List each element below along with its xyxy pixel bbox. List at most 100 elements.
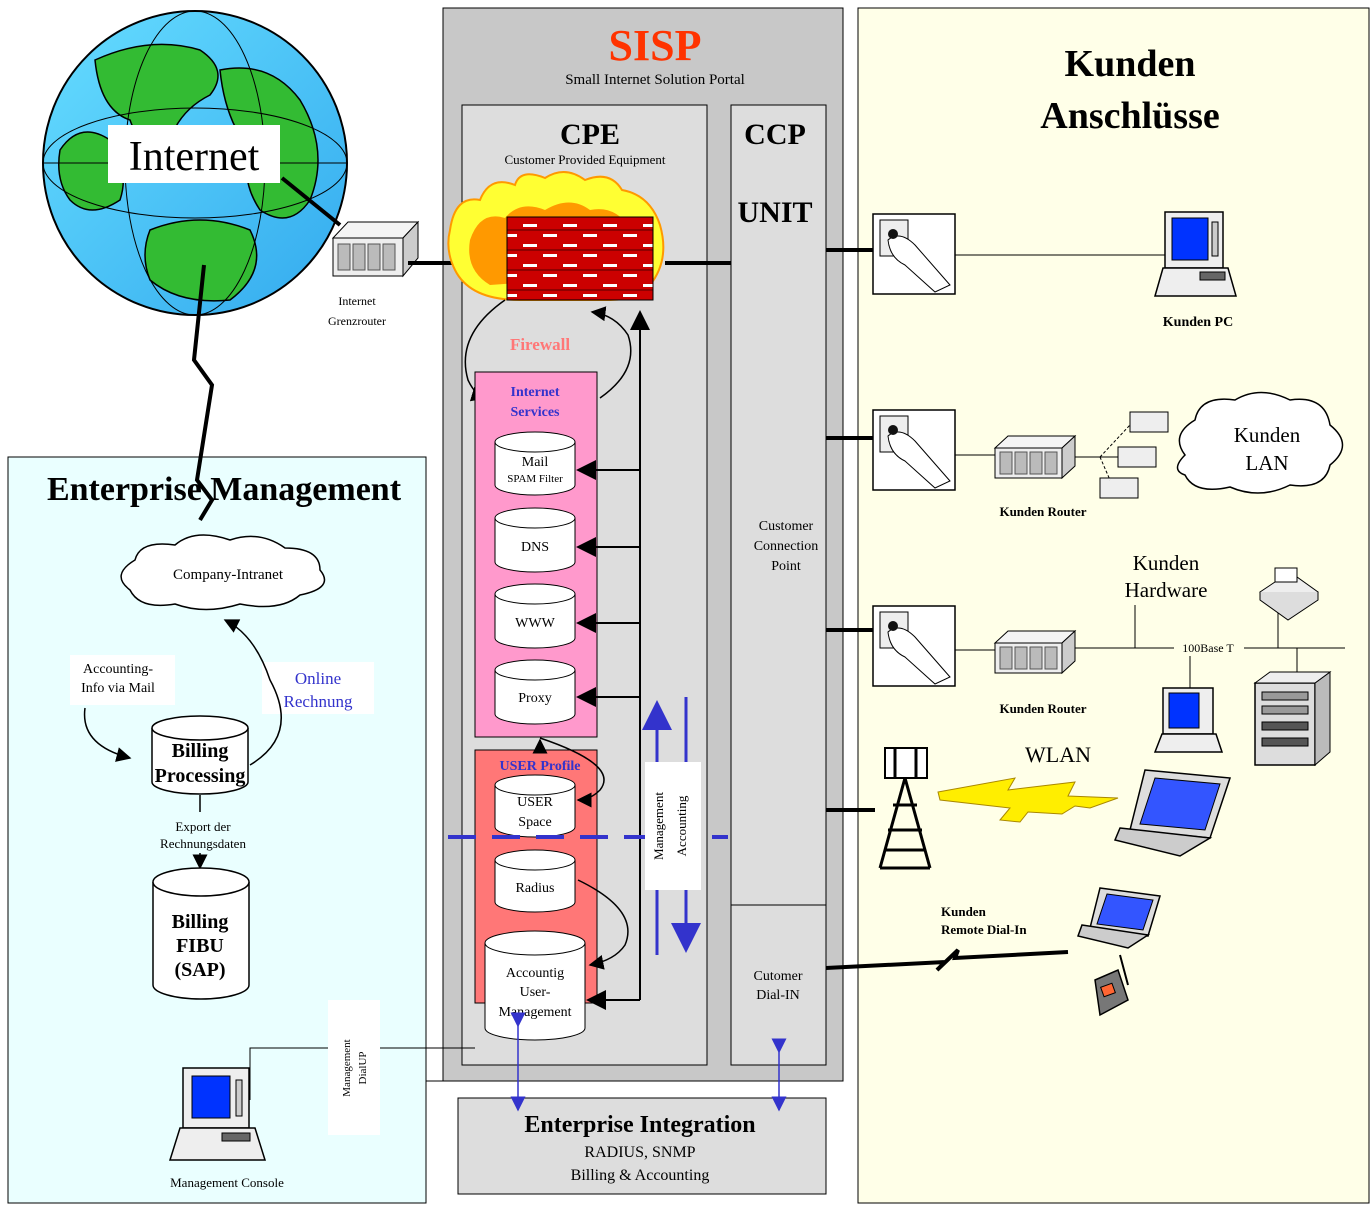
user-space-label-1: USER	[517, 795, 553, 810]
fibu-label-2: FIBU	[176, 935, 224, 957]
socket-icon	[872, 213, 956, 295]
www-cylinder	[494, 583, 576, 649]
kunden-title-2: Anschlüsse	[1040, 95, 1220, 137]
mail-cylinder	[494, 431, 576, 496]
kunden-hw-label-1: Kunden	[1133, 551, 1200, 575]
kunden-router-label-2: Kunden Router	[999, 701, 1086, 716]
intranet-label: Company-Intranet	[173, 567, 284, 583]
firewall-icon	[447, 171, 665, 301]
ccp-panel	[730, 104, 827, 906]
socket-icon	[872, 409, 956, 491]
ccp-label-3: Point	[771, 559, 801, 574]
billing-proc-label-2: Processing	[155, 765, 246, 787]
billing-processing-cylinder	[151, 715, 249, 795]
dialup-label-1: Management	[341, 1039, 353, 1096]
router-icon	[993, 434, 1077, 480]
ei-line2: RADIUS, SNMP	[584, 1144, 695, 1161]
cpe-subtitle: Customer Provided Equipment	[504, 152, 665, 167]
accounting-cylinder	[484, 930, 586, 1041]
export-label-1: Export der	[175, 819, 231, 834]
kunden-hw-label-2: Hardware	[1125, 578, 1208, 602]
router-icon	[331, 220, 420, 278]
router-label-2: Grenzrouter	[328, 314, 386, 328]
base-t-label: 100Base T	[1182, 641, 1234, 655]
ccp-label-1: Customer	[759, 519, 814, 534]
ccp-label-2: Connection	[754, 539, 819, 554]
computer-icon	[168, 1067, 267, 1161]
export-label-2: Rechnungsdaten	[160, 836, 246, 851]
radius-label: Radius	[516, 881, 555, 896]
laptop-icon	[1077, 887, 1161, 949]
dns-cylinder	[494, 507, 576, 573]
kunden-lan-cloud	[1176, 391, 1344, 494]
services-title-1: Internet	[511, 385, 560, 400]
server-icon	[1253, 671, 1332, 767]
billing-fibu-cylinder	[152, 867, 250, 1000]
sisp-subtitle: Small Internet Solution Portal	[565, 72, 745, 88]
ei-title: Enterprise Integration	[524, 1112, 755, 1138]
ccp-title: CCP	[744, 118, 806, 151]
acct-info-box	[70, 655, 175, 705]
wlan-label: WLAN	[1025, 742, 1091, 767]
online-label-2: Rechnung	[284, 692, 353, 711]
router-icon	[993, 629, 1077, 675]
dialin-link	[825, 948, 1069, 972]
sisp-title: SISP	[609, 21, 702, 70]
fibu-label-1: Billing	[172, 911, 229, 933]
online-label-1: Online	[295, 669, 341, 688]
mail-label-2: SPAM Filter	[507, 473, 563, 485]
computer-icon	[1154, 211, 1237, 297]
dialup-box	[328, 1000, 380, 1135]
internet-label-box	[108, 125, 280, 183]
hub-icon	[1075, 411, 1169, 499]
fibu-label-3: (SAP)	[174, 959, 225, 981]
kunden-title-1: Kunden	[1065, 43, 1196, 85]
lightning-link	[191, 264, 215, 522]
kunden-pc-label: Kunden PC	[1163, 315, 1233, 330]
mgmt-accounting-label-1: Management	[651, 792, 666, 860]
kunden-router-label-1: Kunden Router	[999, 504, 1086, 519]
console-label: Management Console	[170, 1175, 284, 1190]
www-label: WWW	[515, 616, 555, 631]
ccp-unit: UNIT	[737, 196, 812, 229]
dialin-label-1: Cutomer	[754, 969, 803, 984]
wlan-bolt	[937, 777, 1119, 823]
user-profile-title: USER Profile	[499, 759, 580, 774]
mail-label-1: Mail	[522, 455, 549, 470]
firewall-label: Firewall	[510, 335, 570, 354]
remote-label-1: Kunden	[941, 904, 987, 919]
kunden-lan-label-1: Kunden	[1234, 423, 1301, 447]
dialin-label-2: Dial-IN	[756, 988, 800, 1003]
enterprise-integration-panel	[457, 1097, 827, 1195]
laptop-icon	[1113, 769, 1232, 857]
user-space-label-2: Space	[518, 815, 551, 830]
remote-label-2: Remote Dial-In	[941, 922, 1027, 937]
mgmt-accounting-box	[645, 762, 701, 890]
accounting-label-2: User-	[520, 985, 551, 1000]
online-rechnung-box	[262, 662, 374, 714]
kunden-lan-label-2: LAN	[1245, 451, 1288, 475]
acct-info-label-2: Info via Mail	[81, 681, 155, 696]
cpe-title: CPE	[560, 118, 620, 151]
proxy-cylinder	[494, 659, 576, 725]
computer-icon	[1153, 687, 1224, 753]
services-title-2: Services	[511, 405, 561, 420]
ei-line3: Billing & Accounting	[571, 1167, 710, 1184]
em-title: Enterprise Management	[47, 471, 402, 508]
mgmt-accounting-label-2: Accounting	[674, 795, 689, 856]
proxy-label: Proxy	[518, 691, 551, 706]
dialin-panel	[730, 904, 827, 1066]
accounting-label-3: Management	[498, 1005, 571, 1020]
radius-cylinder	[494, 849, 576, 913]
user-space-cylinder	[494, 774, 576, 838]
acct-info-label-1: Accounting-	[83, 662, 153, 677]
socket-icon	[872, 605, 956, 687]
dns-label: DNS	[521, 540, 549, 555]
antenna-tower-icon	[878, 747, 932, 870]
internet-label: Internet	[129, 134, 260, 180]
billing-proc-label-1: Billing	[172, 740, 229, 762]
mobile-phone-icon	[1094, 954, 1129, 1017]
dialup-label-2: DialUP	[357, 1052, 369, 1085]
accounting-label-1: Accountig	[506, 966, 564, 981]
intranet-cloud	[120, 534, 326, 611]
